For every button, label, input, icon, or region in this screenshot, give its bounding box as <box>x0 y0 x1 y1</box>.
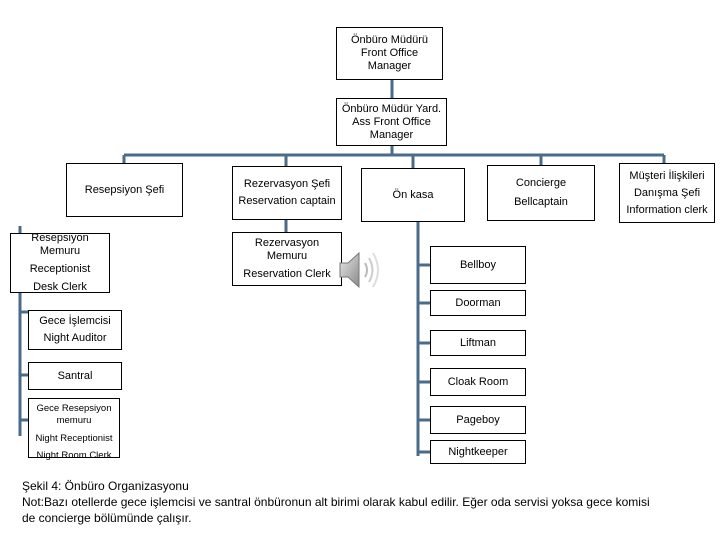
caption-note-line-2: de concierge bölümünde çalışır. <box>22 511 192 525</box>
front-office-manager-en-label-1: Front Office <box>360 47 419 59</box>
reservation-clerk-tr-label-2: Memuru <box>266 250 308 262</box>
pageboy-label: Pageboy <box>456 413 500 426</box>
night-receptionist-box: Gece Resepsiyon memuru Night Receptionis… <box>28 398 120 461</box>
front-cashier-box: Ön kasa <box>361 168 465 222</box>
nightkeeper-box: Nightkeeper <box>430 440 526 464</box>
night-receptionist-tr-label-2: memuru <box>56 415 92 426</box>
liftman-label: Liftman <box>459 336 497 349</box>
front-office-manager-box: Önbüro Müdürü Front Office Manager <box>336 27 443 80</box>
assistant-manager-box: Önbüro Müdür Yard. Ass Front Office Mana… <box>336 98 447 146</box>
night-auditor-en-label: Night Auditor <box>43 332 107 344</box>
caption-note-line-1: Not:Bazı otellerde gece işlemcisi ve san… <box>22 495 650 509</box>
speaker-icon <box>339 251 379 289</box>
information-chief-label: Danışma Şefi <box>633 186 701 199</box>
night-receptionist-tr-label-1: Gece Resepsiyon <box>36 403 112 414</box>
reservation-clerk-tr-label-1: Rezervasyon <box>254 237 320 249</box>
doorman-label: Doorman <box>455 296 501 309</box>
bellcaptain-label: Bellcaptain <box>514 196 568 208</box>
cloak-room-label: Cloak Room <box>447 375 509 388</box>
doorman-box: Doorman <box>430 290 526 316</box>
caption-title: Şekil 4: Önbüro Organizasyonu <box>22 479 189 493</box>
assistant-manager-tr-label: Önbüro Müdür Yard. <box>341 102 442 115</box>
guest-relations-tr-label: Müşteri İlişkileri <box>629 169 705 182</box>
front-office-manager-tr-label: Önbüro Müdürü <box>350 34 429 46</box>
desk-clerk-label: Desk Clerk <box>33 281 87 293</box>
concierge-label: Concierge <box>515 177 567 189</box>
front-office-manager-en-label-2: Manager <box>367 60 412 72</box>
night-room-clerk-label: Night Room Clerk <box>36 450 112 461</box>
information-clerk-label: Information clerk <box>626 203 708 216</box>
reservation-chief-tr-label: Rezervasyon Şefi <box>243 178 331 190</box>
night-auditor-box: Gece İşlemcisi Night Auditor <box>28 310 122 350</box>
reception-chief-box: Resepsiyon Şefi <box>66 163 183 217</box>
reception-chief-label: Resepsiyon Şefi <box>84 183 165 196</box>
switchboard-label: Santral <box>57 369 93 382</box>
night-receptionist-en-label: Night Receptionist <box>35 433 113 444</box>
assistant-manager-en-label-1: Ass Front Office <box>352 115 431 128</box>
nightkeeper-label: Nightkeeper <box>448 445 508 458</box>
assistant-manager-en-label-2: Manager <box>369 128 414 141</box>
concierge-box: Concierge Bellcaptain <box>487 165 595 221</box>
cloak-room-box: Cloak Room <box>430 368 526 396</box>
bellboy-label: Bellboy <box>459 258 497 271</box>
reservation-clerk-en-label: Reservation Clerk <box>243 268 331 280</box>
reservation-chief-box: Rezervasyon Şefi Reservation captain <box>232 166 342 220</box>
front-cashier-label: Ön kasa <box>392 188 434 201</box>
reception-clerk-tr-label: Resepsiyon Memuru <box>31 232 89 257</box>
bellboy-box: Bellboy <box>430 246 526 284</box>
liftman-box: Liftman <box>430 330 526 356</box>
guest-relations-box: Müşteri İlişkileri Danışma Şefi Informat… <box>619 163 715 223</box>
reception-clerk-box: Resepsiyon Memuru Receptionist Desk Cler… <box>10 232 110 293</box>
switchboard-box: Santral <box>28 362 122 390</box>
reservation-chief-en-label: Reservation captain <box>238 195 336 207</box>
receptionist-label: Receptionist <box>29 263 91 275</box>
figure-caption: Şekil 4: Önbüro Organizasyonu Not:Bazı o… <box>22 478 712 526</box>
night-auditor-tr-label: Gece İşlemcisi <box>39 315 111 327</box>
pageboy-box: Pageboy <box>430 406 526 434</box>
reservation-clerk-box: Rezervasyon Memuru Reservation Clerk <box>232 232 342 286</box>
